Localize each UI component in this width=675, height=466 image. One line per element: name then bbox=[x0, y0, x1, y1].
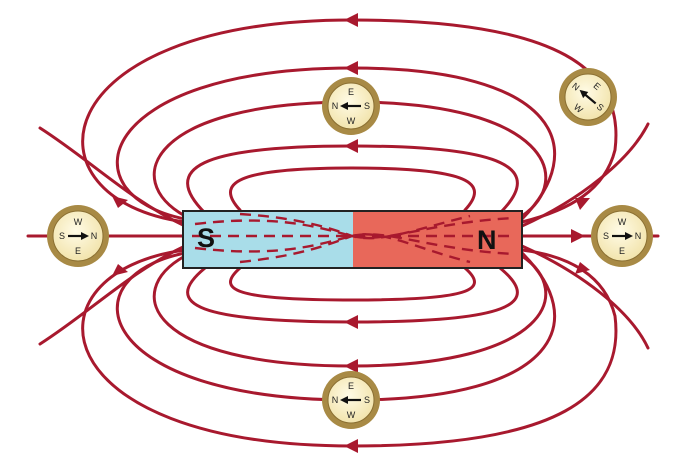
field-line-bottom-1 bbox=[81, 248, 618, 448]
field-line-top-2 bbox=[115, 66, 557, 221]
compass-west-label: W bbox=[347, 410, 356, 420]
compass-south-label: S bbox=[603, 231, 609, 241]
compass-top: E W N S bbox=[322, 77, 380, 135]
arrow-left-icon bbox=[344, 315, 358, 329]
compass-south-label: S bbox=[59, 231, 65, 241]
compass-right: W E S N bbox=[591, 205, 653, 267]
compass-north-label: N bbox=[332, 395, 339, 405]
arrow-left-icon bbox=[344, 13, 358, 27]
internal-line bbox=[194, 233, 516, 256]
compass-east-label: E bbox=[75, 246, 81, 256]
arrow-right-icon bbox=[575, 262, 590, 274]
compass-left: W E S N bbox=[47, 205, 109, 267]
arrow-left-icon bbox=[344, 139, 358, 153]
arrow-left-icon bbox=[344, 61, 358, 75]
field-line-open-right-top bbox=[520, 122, 650, 228]
field-line-open-left-bottom bbox=[38, 244, 187, 346]
compass-needle-icon bbox=[340, 102, 361, 110]
compass-west-label: W bbox=[347, 116, 356, 126]
compass-south-label: S bbox=[364, 101, 370, 111]
compass-top-right: E W N S bbox=[559, 68, 617, 126]
internal-line bbox=[194, 216, 516, 239]
magnet-outline bbox=[182, 210, 523, 269]
arrow-left-icon bbox=[344, 439, 358, 453]
arrow-right-icon bbox=[112, 196, 128, 208]
field-line-top-4 bbox=[186, 144, 519, 215]
south-pole-label: S bbox=[197, 223, 215, 253]
compass-north-label: N bbox=[635, 231, 642, 241]
compass-east-label: E bbox=[591, 81, 602, 93]
arrow-left-icon bbox=[344, 359, 358, 373]
compass-north-label: N bbox=[91, 231, 98, 241]
compass-east-label: E bbox=[348, 87, 354, 97]
field-line-open-left-top bbox=[38, 126, 187, 228]
field-line-bottom-4 bbox=[186, 266, 519, 324]
compass-bottom: E W N S bbox=[322, 371, 380, 429]
arrow-right-icon bbox=[575, 198, 590, 210]
field-line-top-1 bbox=[81, 18, 618, 224]
compass-east-label: E bbox=[619, 246, 625, 256]
compass-east-label: E bbox=[348, 381, 354, 391]
compass-north-label: N bbox=[570, 81, 581, 93]
north-pole-label: N bbox=[477, 225, 497, 255]
north-pole-half bbox=[353, 211, 522, 268]
bar-magnet: S N bbox=[182, 210, 523, 269]
compass-west-label: W bbox=[618, 217, 627, 227]
compass-needle-icon bbox=[579, 89, 597, 105]
compass-south-label: S bbox=[595, 102, 606, 114]
compass-north-label: N bbox=[332, 101, 339, 111]
compass-south-label: S bbox=[364, 395, 370, 405]
compass-west-label: W bbox=[74, 217, 83, 227]
field-line-bottom-5 bbox=[229, 266, 476, 302]
arrow-right-icon bbox=[571, 229, 585, 243]
arrow-right-icon bbox=[112, 264, 128, 276]
compass-needle-icon bbox=[340, 396, 361, 404]
compass-needle-icon bbox=[68, 232, 89, 240]
field-line-top-5 bbox=[229, 166, 476, 212]
field-line-open-right-bottom bbox=[520, 244, 650, 350]
compass-needle-icon bbox=[612, 232, 633, 240]
internal-line bbox=[239, 233, 471, 264]
internal-field-lines bbox=[192, 212, 516, 264]
